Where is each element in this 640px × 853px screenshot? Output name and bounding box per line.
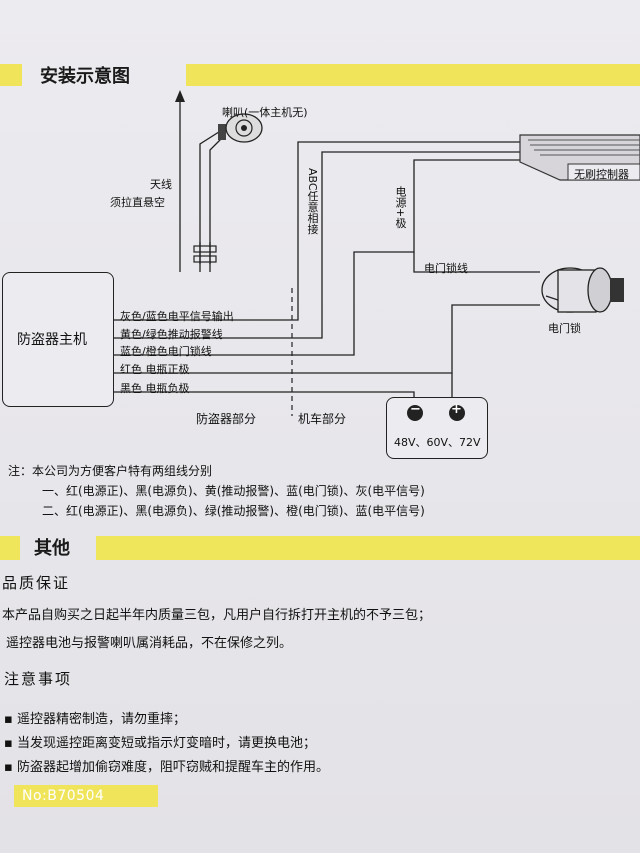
vehicle-part-label: 机车部分	[298, 412, 347, 426]
battery-minus: −	[410, 402, 421, 417]
speaker-wire	[199, 129, 223, 264]
other-title: 其他	[34, 538, 70, 559]
other-accent-right	[96, 536, 640, 560]
red-wire	[112, 304, 540, 374]
controller-icon	[519, 134, 640, 181]
notes-line-2: 二、红(电源正)、黑(电源负)、绿(推动报警)、橙(电门锁)、蓝(电平信号)	[42, 504, 425, 518]
antenna-note: 须拉直悬空	[110, 196, 165, 209]
antenna-connector-icon	[193, 245, 217, 263]
alarm-part-label: 防盗器部分	[196, 412, 257, 426]
caution-item-3: ▪ 防盗器起增加偷窃难度，阻吓窃贼和提醒车主的作用。	[4, 760, 329, 775]
door-lock-wire-b	[413, 252, 540, 273]
cautions-title: 注意事项	[4, 670, 73, 688]
battery-terminals-icon	[407, 405, 465, 421]
wire-label-blue-orange: 蓝色/橙色电门锁线	[120, 345, 212, 358]
caution-text-3: 防盗器起增加偷窃难度，阻吓窃贼和提醒车主的作用。	[16, 760, 329, 775]
power-plus-label: 电源+极	[394, 186, 407, 229]
door-lock-label: 电门锁	[548, 322, 581, 335]
installation-diagram-title: 安装示意图	[40, 66, 130, 87]
caution-text-2: 当发现遥控距离变短或指示灯变暗时，请更换电池；	[16, 736, 316, 751]
door-lock-wire-a	[112, 159, 520, 356]
wire-label-yellow-green: 黄色/绿色推动报警线	[120, 328, 223, 341]
model-number-badge: No:B70504	[14, 785, 158, 807]
battery-voltage: 48V、60V、72V	[394, 436, 481, 449]
main-unit-label: 防盗器主机	[17, 332, 87, 348]
controller-wire-b	[112, 151, 520, 339]
abc-label: ABC任意相接	[306, 168, 319, 235]
caution-text-1: 遥控器精密制造，请勿重摔；	[16, 712, 186, 727]
alarm-main-unit: 防盗器主机	[2, 272, 114, 407]
quality-line-1: 本产品自购买之日起半年内质量三包，凡用户自行拆打开主机的不予三包；	[2, 608, 432, 623]
speaker-label: 喇叭(一体主机无)	[222, 106, 308, 119]
speaker-icon	[218, 113, 263, 143]
notes-line-1: 一、红(电源正)、黑(电源负)、黄(推动报警)、蓝(电门锁)、灰(电平信号)	[42, 484, 425, 498]
header-accent-right	[186, 64, 640, 86]
notes-intro: 注：本公司为方便客户特有两组线分别	[8, 464, 213, 478]
wire-label-black: 黑色 电瓶负极	[120, 382, 190, 395]
wire-label-red: 红色 电瓶正极	[120, 363, 190, 376]
battery-plus: +	[451, 402, 462, 417]
battery: − + 48V、60V、72V	[386, 397, 488, 459]
quality-line-2: 遥控器电池与报警喇叭属消耗品，不在保修之列。	[6, 636, 293, 651]
other-accent-left	[0, 536, 20, 560]
controller-label: 无刷控制器	[574, 168, 629, 181]
caution-item-1: ▪ 遥控器精密制造，请勿重摔；	[4, 712, 186, 727]
antenna-arrow-icon	[175, 90, 185, 102]
door-lock-wire-label: 电门锁线	[424, 262, 468, 275]
wiring-diagram	[112, 90, 640, 416]
door-lock-icon	[541, 267, 624, 313]
black-wire	[112, 391, 415, 398]
caution-item-2: ▪ 当发现遥控距离变短或指示灯变暗时，请更换电池；	[4, 736, 316, 751]
header-accent-left	[0, 64, 22, 86]
wire-label-gray-blue: 灰色/蓝色电平信号输出	[120, 310, 234, 323]
quality-title: 品质保证	[2, 574, 71, 592]
controller-wire-a	[112, 141, 520, 321]
antenna-label: 天线	[150, 178, 172, 191]
